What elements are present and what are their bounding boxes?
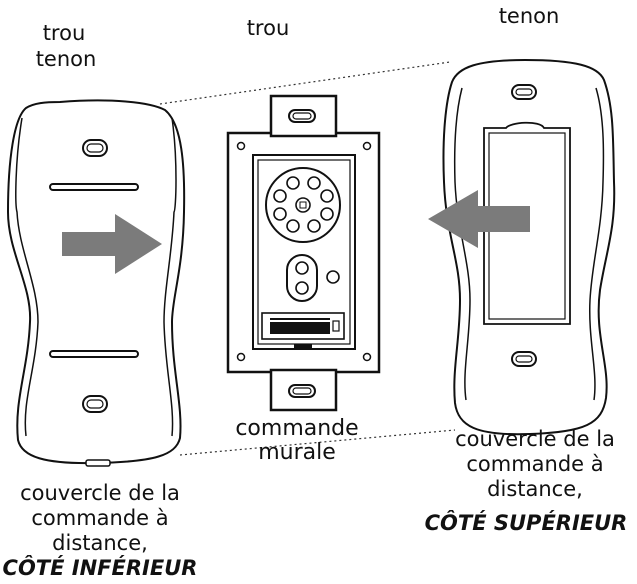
key-ii-icon [273, 189, 287, 203]
connector-lines [159, 61, 456, 456]
right-cover-inner-edge [453, 87, 471, 401]
wall-control-caption-line2: murale [258, 440, 336, 465]
battery-highlight [268, 320, 334, 322]
key-power-icon [307, 219, 321, 233]
right-caption-line1: couvercle de la [455, 427, 615, 451]
screw-top-left-icon [236, 141, 246, 151]
left-lower-slot [49, 350, 139, 358]
wall-control-keypad [261, 167, 345, 350]
battery-terminal [332, 320, 340, 332]
right-caption-line2: commande à [466, 452, 604, 476]
left-caption-line3: distance, [52, 531, 148, 555]
dimmer-rocker-button [286, 254, 318, 302]
key-v-icon [320, 189, 334, 203]
screw-top-right-icon [362, 141, 372, 151]
screw-bottom-left-icon [236, 352, 246, 362]
dimmer-down-icon [295, 281, 309, 295]
right-top-tenon-inner [515, 88, 533, 96]
key-iii-icon [286, 176, 300, 190]
left-cover-bottom-side [6, 99, 186, 467]
left-upper-slot [49, 183, 139, 191]
center-top-hole-inner [292, 112, 312, 120]
right-tenon-label: tenon [498, 4, 560, 28]
left-cover-inner-edge [15, 117, 39, 437]
left-caption-line2: commande à [31, 506, 169, 530]
left-caption-line1: couvercle de la [20, 481, 180, 505]
right-bottom-tenon-inner [515, 355, 533, 363]
key-iv-icon [307, 176, 321, 190]
key-vi-icon [320, 207, 334, 221]
right-caption-emphasis: CÔTÉ SUPÉRIEUR [424, 511, 628, 535]
dimmer-up-icon [295, 261, 309, 275]
indicator-led-icon [326, 270, 340, 284]
right-caption-line3: distance, [487, 477, 583, 501]
left-bottom-latch [85, 459, 111, 467]
left-bottom-hole-inner [86, 399, 104, 409]
left-hole-label: trou [42, 21, 86, 45]
slide-switch-icon [294, 344, 312, 350]
right-cover-top-side [442, 58, 616, 436]
bottom-connector-line [179, 429, 456, 456]
right-arrow-icon [62, 214, 162, 274]
wall-control [226, 94, 381, 412]
left-top-hole-inner [86, 143, 104, 153]
left-caption-emphasis: CÔTÉ INFÉRIEUR [2, 556, 198, 580]
left-cover-inner-edge-right [163, 117, 177, 437]
left-tenon-label: tenon [35, 47, 97, 71]
screw-bottom-right-icon [362, 352, 372, 362]
top-connector-line [159, 61, 451, 105]
right-cover-inner-edge-right [588, 87, 605, 401]
wall-control-caption-line1: commande [235, 416, 359, 441]
center-bottom-hole-inner [292, 387, 312, 395]
key-light-icon [286, 219, 300, 233]
center-hole-label: trou [246, 16, 290, 40]
center-button-square [299, 201, 307, 209]
left-arrow-icon [428, 190, 530, 248]
key-i-icon [273, 207, 287, 221]
